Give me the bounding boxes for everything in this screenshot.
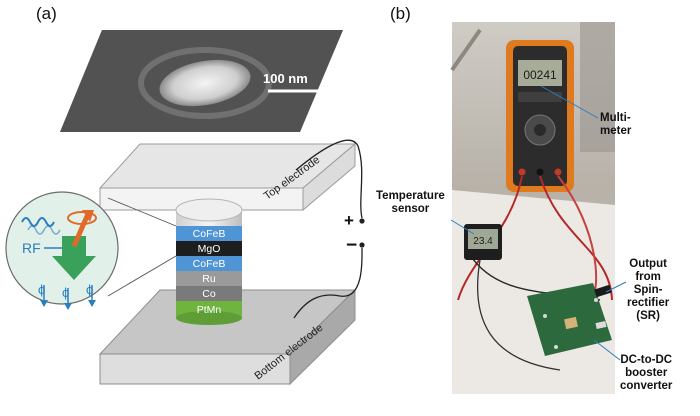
multimeter-reading: 00241 — [523, 68, 557, 82]
phi-label-2: ϕ — [62, 285, 69, 300]
layer-label-ru: Ru — [202, 273, 216, 285]
zoom-line-bottom — [107, 255, 177, 297]
output-callout — [605, 281, 627, 293]
sem-image: 100 nm — [60, 30, 343, 132]
top-electrode: Top electrode — [98, 142, 357, 212]
layer-ru — [176, 271, 242, 286]
sr-output-connector — [594, 284, 612, 298]
panel-b-label: (b) — [390, 4, 411, 23]
phi-arrows: ϕ ϕ ϕ — [38, 282, 96, 310]
temperature-sensor-label: Temperature sensor — [376, 190, 445, 215]
layer-cofeb-bottom — [176, 256, 242, 271]
nanopillar-ellipse — [159, 59, 251, 107]
layer-label-ptmn: PtMn — [197, 304, 222, 316]
layer-label-co: Co — [202, 288, 216, 300]
layer-mgo — [176, 241, 242, 256]
layer-cofeb-top — [176, 226, 242, 241]
panel-a-label: (a) — [36, 4, 57, 23]
layer-label-mgo: MgO — [198, 243, 221, 255]
sensor-reading: 23.4 — [473, 236, 493, 247]
minus-sign: − — [346, 235, 357, 256]
layer-label-cofeb-2: CoFeB — [193, 258, 226, 270]
sr-output-label: Output from Spin- rectifier (SR) — [627, 258, 670, 322]
zoom-line-top — [107, 197, 177, 227]
top-wire — [295, 139, 363, 219]
mtj-stack: CoFeB MgO CoFeB Ru Co PtMn — [175, 198, 243, 325]
rf-label: RF — [22, 240, 41, 256]
layer-co — [176, 286, 242, 301]
scale-bar-label: 100 nm — [263, 71, 308, 86]
phi-label-1: ϕ — [38, 282, 45, 297]
multimeter-callout — [540, 85, 599, 119]
bottom-wire — [293, 247, 363, 319]
multimeter-label: Multi- meter — [600, 112, 632, 137]
plus-sign: + — [344, 211, 354, 230]
dc-dc-converter-board-icon — [527, 283, 612, 356]
converter-callout — [593, 339, 621, 361]
plus-terminal — [359, 218, 365, 224]
spin-torque-inset: RF ϕ ϕ ϕ — [5, 191, 119, 310]
temperature-callout — [450, 219, 475, 235]
layer-label-cofeb-1: CoFeB — [193, 228, 226, 240]
converter-label: DC-to-DC booster converter — [620, 354, 673, 392]
temperature-sensor-icon: 23.4 — [464, 224, 502, 260]
rf-wave-icon — [21, 217, 55, 227]
multimeter-icon: 00241 — [506, 40, 574, 192]
phi-label-3: ϕ — [86, 282, 93, 297]
setup-photo: 00241 23.4 — [450, 22, 615, 394]
spin-current-arrow-icon — [52, 236, 96, 280]
magnetization-vector-icon — [71, 212, 91, 248]
minus-terminal — [359, 242, 365, 248]
